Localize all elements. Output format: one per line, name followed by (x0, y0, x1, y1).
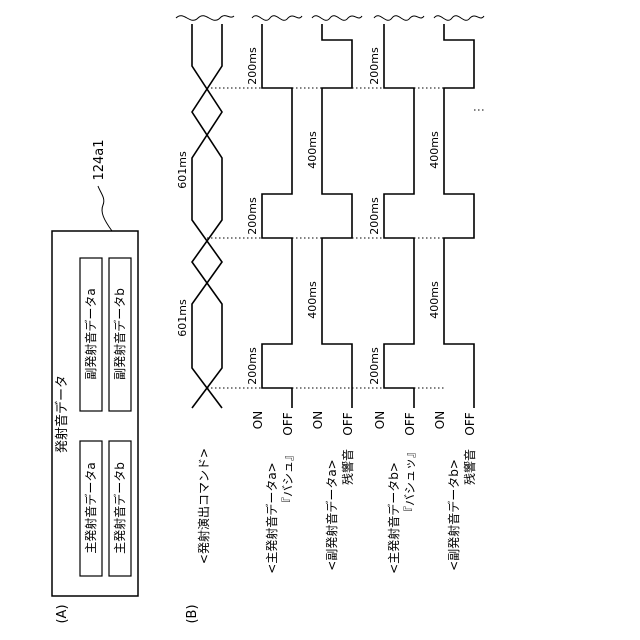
sub-sound-b-duration-1: 400ms (428, 131, 441, 169)
panel-a: (A) 124a1 発射音データ 主発射音データa 主発射音データb 副発射音デ… (52, 139, 138, 623)
main-sound-b-row-subtitle: 『バシュッ』 (403, 446, 417, 518)
command-row-label: <発射演出コマンド> (196, 448, 211, 564)
sound-data-box-title: 発射音データ (54, 375, 70, 453)
sub-sound-b-row-subtitle: 残響音 (462, 449, 477, 485)
main-sound-a-row-title: <主発射音データa> (264, 462, 279, 573)
sub-sound-a-off-label: OFF (341, 412, 355, 435)
main-sound-b-duration-2: 200ms (368, 197, 381, 235)
main-sound-b-row-title: <主発射音データb> (386, 462, 401, 574)
sub-sound-b-waveform (444, 24, 474, 408)
command-interval-label-1: 601ms (176, 151, 189, 189)
main-sound-b-on-label: ON (373, 411, 387, 429)
main-sound-a-label: 主発射音データa (83, 462, 98, 553)
reference-label: 124a1 (92, 139, 107, 180)
main-sound-b-label: 主発射音データb (112, 462, 127, 554)
sub-sound-a-on-label: ON (311, 411, 325, 429)
panel-b: (B) <発射演出コマンド> <主発射音データa> 『バシュ』 <副発射音データ… (176, 16, 484, 624)
main-sound-a-on-label: ON (251, 411, 265, 429)
main-sound-b-duration-3: 200ms (368, 347, 381, 385)
panel-b-label: (B) (185, 604, 200, 623)
command-interval-label-2: 601ms (176, 299, 189, 337)
main-sound-b-duration-1: 200ms (368, 47, 381, 85)
main-sound-a-duration-3: 200ms (246, 347, 259, 385)
main-sound-b-off-label: OFF (403, 412, 417, 435)
sub-sound-b-on-label: ON (433, 411, 447, 429)
break-mark-sub-a (312, 16, 362, 21)
sub-sound-b-duration-2: 400ms (428, 281, 441, 319)
main-sound-a-duration-2: 200ms (246, 197, 259, 235)
break-mark-sub-b (434, 16, 484, 21)
sub-sound-a-label: 副発射音データa (83, 288, 98, 379)
sub-sound-a-row-subtitle: 残響音 (340, 449, 355, 485)
main-sound-a-row-subtitle: 『バシュ』 (281, 449, 295, 509)
sub-sound-a-duration-2: 400ms (306, 281, 319, 319)
main-sound-a-duration-1: 200ms (246, 47, 259, 85)
main-sound-a-waveform (262, 24, 292, 408)
break-mark-command (176, 16, 234, 21)
sub-sound-b-off-label: OFF (463, 412, 477, 435)
sub-sound-b-label: 副発射音データb (112, 288, 127, 380)
sub-sound-a-waveform (322, 24, 352, 408)
main-sound-a-off-label: OFF (281, 412, 295, 435)
sub-sound-b-row-title: <副発射音データb> (446, 459, 461, 571)
break-marks (176, 16, 484, 21)
reference-leader-line (98, 186, 112, 231)
break-mark-main-b (374, 16, 424, 21)
sub-sound-a-duration-1: 400ms (306, 131, 319, 169)
panel-a-label: (A) (55, 604, 70, 623)
command-bus-signal (192, 24, 222, 408)
main-sound-b-waveform (384, 24, 414, 408)
sub-sound-a-row-title: <副発射音データa> (324, 459, 339, 570)
command-bus-lower-trace (192, 24, 222, 408)
break-mark-main-a (252, 16, 302, 21)
command-bus-upper-trace (192, 24, 222, 408)
